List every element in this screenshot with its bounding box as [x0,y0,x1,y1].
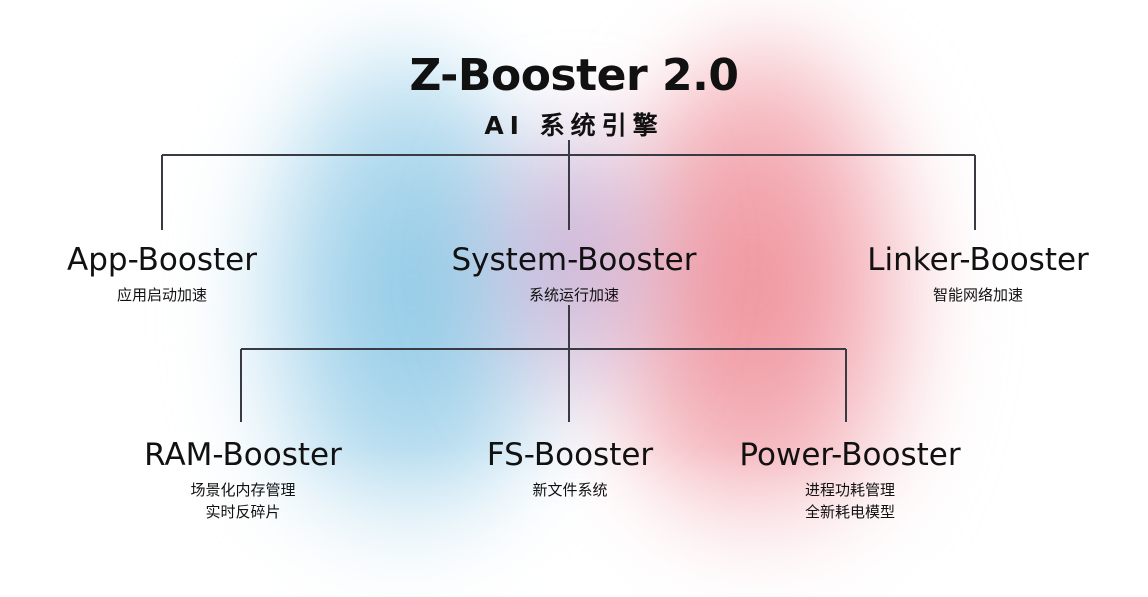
node-description-line: 全新耗电模型 [804,503,895,521]
node-description: 新文件系统 [420,479,720,501]
node-description-line: 应用启动加速 [116,286,207,304]
node-description-line: 新文件系统 [532,481,608,499]
node-system-booster: System-Booster 系统运行加速 [424,242,724,306]
node-fs-booster: FS-Booster 新文件系统 [420,437,720,501]
node-power-booster: Power-Booster 进程功耗管理 全新耗电模型 [700,437,1000,523]
node-description: 进程功耗管理 全新耗电模型 [700,479,1000,523]
node-description-line: 进程功耗管理 [804,481,895,499]
node-ram-booster: RAM-Booster 场景化内存管理 实时反碎片 [93,437,393,523]
node-description-line: 系统运行加速 [528,286,619,304]
diagram-title: Z-Booster 2.0 [409,50,739,101]
node-description-line: 智能网络加速 [932,286,1023,304]
node-description: 应用启动加速 [12,284,312,306]
node-name: Power-Booster [739,437,961,473]
node-app-booster: App-Booster 应用启动加速 [12,242,312,306]
node-description-line: 实时反碎片 [205,503,281,521]
node-description: 智能网络加速 [828,284,1128,306]
node-name: Linker-Booster [867,242,1089,278]
node-linker-booster: Linker-Booster 智能网络加速 [828,242,1128,306]
bottom-fade [0,447,1148,597]
node-description: 场景化内存管理 实时反碎片 [93,479,393,523]
node-name: RAM-Booster [144,437,342,473]
node-name: FS-Booster [486,437,654,473]
node-description: 系统运行加速 [424,284,724,306]
node-description-line: 场景化内存管理 [190,481,296,499]
purple-glow [470,110,680,430]
node-name: System-Booster [451,242,697,278]
node-name: App-Booster [67,242,257,278]
diagram-subtitle: AI 系统引擎 [484,111,664,140]
